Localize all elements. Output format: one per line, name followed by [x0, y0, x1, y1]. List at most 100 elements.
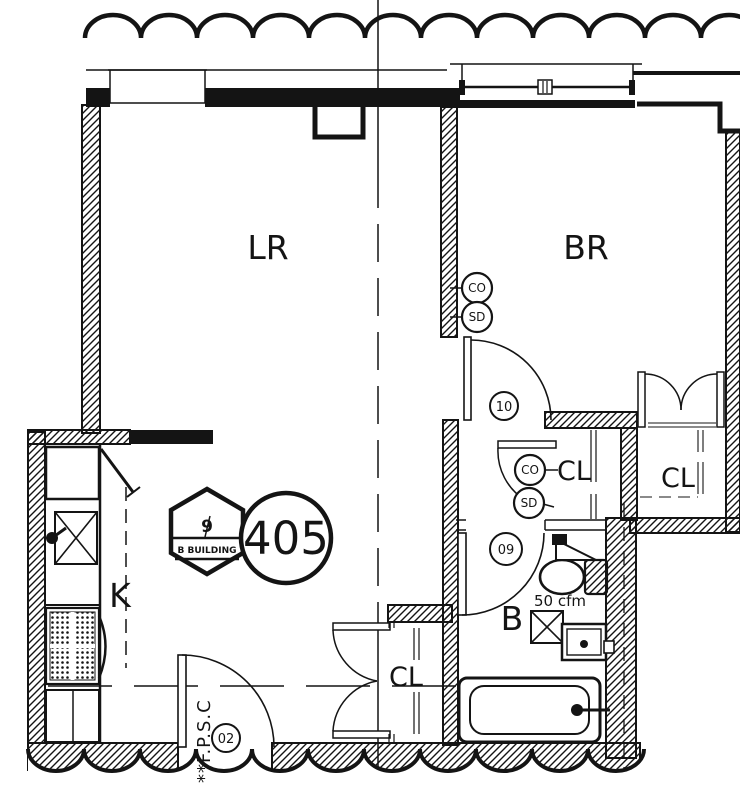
entry-door-tag: 02 [211, 723, 241, 753]
door-swing-arc [332, 680, 378, 732]
bottom-wall-left [27, 742, 179, 771]
bathtub [457, 676, 610, 744]
sd-detector-icon [512, 486, 546, 520]
interior-walls [387, 106, 740, 759]
building-name: B BUILDING [178, 546, 237, 556]
kitchen-door-leaf [99, 448, 141, 498]
bathroom-fixtures [457, 534, 615, 744]
exterior-walls [27, 63, 740, 771]
toilet [538, 558, 609, 596]
co-detector-label: CO [468, 281, 486, 295]
closet-divider-wall [620, 427, 638, 521]
lr-br-partition [440, 106, 458, 338]
bottom-break-line [26, 748, 646, 800]
hall-bath-west-wall [442, 419, 459, 746]
vent-symbol [552, 534, 597, 561]
window-sill-band [458, 100, 635, 108]
sd-detector-hall: SD [512, 486, 555, 520]
kitchen-sink [46, 511, 98, 565]
windows [108, 64, 635, 104]
entry-closet-top-wall [387, 604, 453, 623]
bedroom-door [463, 336, 552, 421]
door-swing-arc [644, 373, 682, 411]
door-swing-arc [680, 373, 718, 411]
door-leaf [332, 730, 391, 739]
unit-number: 405 [243, 512, 329, 565]
sd-detector-label: SD [521, 496, 538, 510]
top-wall-band [205, 88, 460, 107]
exhaust-fan-note: 50 cfm [534, 592, 586, 610]
door-swing-arc [470, 339, 552, 421]
bedroom-closet-label: CL [661, 463, 695, 494]
bedroom-closet-bottom-wall [629, 517, 740, 534]
door-leaf [177, 654, 187, 748]
bathroom-label: B [501, 599, 524, 638]
living-room-window [108, 69, 207, 104]
bedroom-door-tag: 10 [489, 391, 519, 421]
refrigerator [44, 445, 101, 501]
door-leaf [637, 371, 646, 428]
door-swing-arc [332, 629, 378, 682]
sd-detector-label: SD [469, 310, 486, 324]
building-hexagon: 9 B BUILDING [168, 486, 246, 577]
closet-linework [388, 422, 716, 744]
door-leaf [332, 622, 391, 631]
entry-door-note: **F.P.S.C [194, 699, 215, 783]
door-tag-icon [211, 723, 241, 753]
left-wall-lower [27, 431, 46, 744]
vanity-sink [530, 610, 615, 662]
sink-drain-icon [580, 640, 588, 648]
bathroom-door-number: 09 [498, 543, 515, 558]
entry-closet-doors [332, 622, 391, 739]
window-mullion [537, 79, 553, 95]
hall-closet-top-wall [544, 411, 638, 429]
lower-counter [45, 689, 100, 743]
co-detector-bedroom: CO [450, 271, 494, 305]
bedroom-closet-doors [637, 371, 725, 428]
door-tags: 10 09 02 [211, 391, 523, 753]
bedroom-door-number: 10 [496, 400, 513, 415]
left-wall-upper [81, 104, 101, 434]
bedroom-closet-shelf-lines [640, 422, 716, 498]
stove [44, 606, 107, 686]
detector-symbols: CO SD CO SD [450, 271, 558, 520]
bathroom-north-wall [456, 519, 607, 531]
hall-closet-label: CL [557, 456, 591, 487]
door-tag-icon [489, 391, 519, 421]
bathroom-east-wall [605, 517, 637, 759]
window-jamb [86, 88, 110, 107]
door-leaf [716, 371, 725, 428]
bathroom-door-tag: 09 [489, 532, 523, 566]
doors [177, 336, 725, 748]
unit-number-bubble: 405 [238, 490, 334, 586]
wall-pier [312, 107, 366, 140]
scallop-line-top [82, 12, 740, 39]
living-room-label: LR [247, 228, 288, 267]
co-detector-hall: CO [513, 453, 558, 487]
entry-door-number: 02 [218, 732, 235, 747]
door-swing-arc [461, 532, 545, 616]
unit-circle-icon [238, 490, 334, 586]
toilet-tank [583, 558, 609, 596]
co-detector-label: CO [521, 463, 539, 477]
bathroom-door [457, 532, 545, 616]
grid-lines [377, 0, 625, 785]
faucet-icon [603, 640, 615, 654]
bedroom-label: BR [563, 228, 609, 267]
kitchen-fixtures [44, 445, 141, 743]
unit-identification: 9 B BUILDING 405 [168, 486, 334, 586]
co-detector-icon [513, 453, 547, 487]
sd-detector-bedroom: SD [450, 300, 494, 334]
entry-closet-shelf-lines [388, 622, 420, 744]
door-swing-arc [181, 654, 275, 748]
toilet-bowl [538, 558, 586, 596]
scallop-line-bottom [26, 748, 646, 773]
room-labels: LR BR K B CL CL CL [109, 228, 695, 693]
wall-step [637, 101, 740, 134]
kitchen-top-wall-end [130, 430, 213, 444]
bedroom-window [459, 64, 635, 95]
door-leaf [497, 440, 557, 449]
entry-closet-label: CL [389, 662, 423, 693]
right-wall [725, 130, 740, 533]
